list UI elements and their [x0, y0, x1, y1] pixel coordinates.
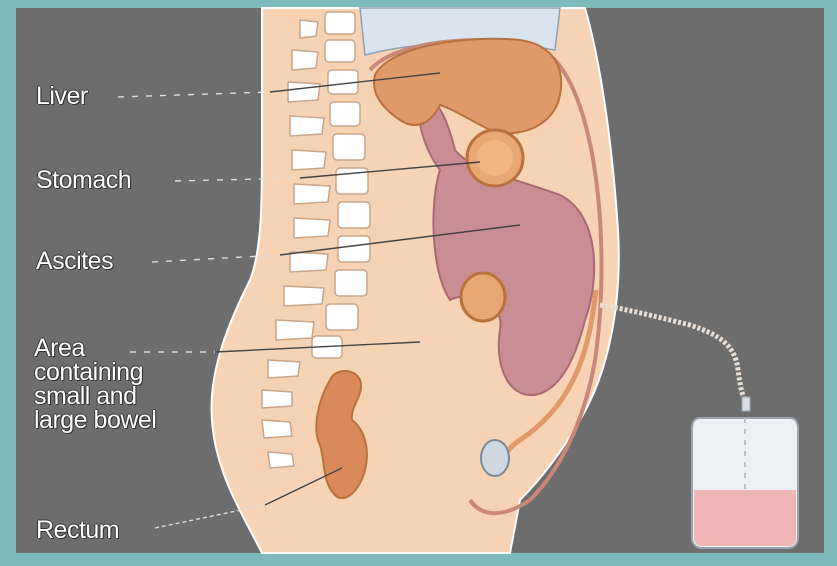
- liver-label: Liver: [36, 84, 88, 108]
- liver: [374, 39, 561, 133]
- rectum-label: Rectum: [36, 518, 119, 542]
- catheter-tip: [481, 440, 509, 476]
- kidney: [461, 273, 505, 321]
- bowel-area-label: Area containing small and large bowel: [34, 336, 156, 432]
- stomach-inner: [477, 140, 513, 176]
- stomach-label: Stomach: [36, 168, 131, 192]
- drainage-bag: [692, 397, 798, 548]
- drained-fluid: [694, 490, 796, 546]
- ascites-label: Ascites: [36, 249, 113, 273]
